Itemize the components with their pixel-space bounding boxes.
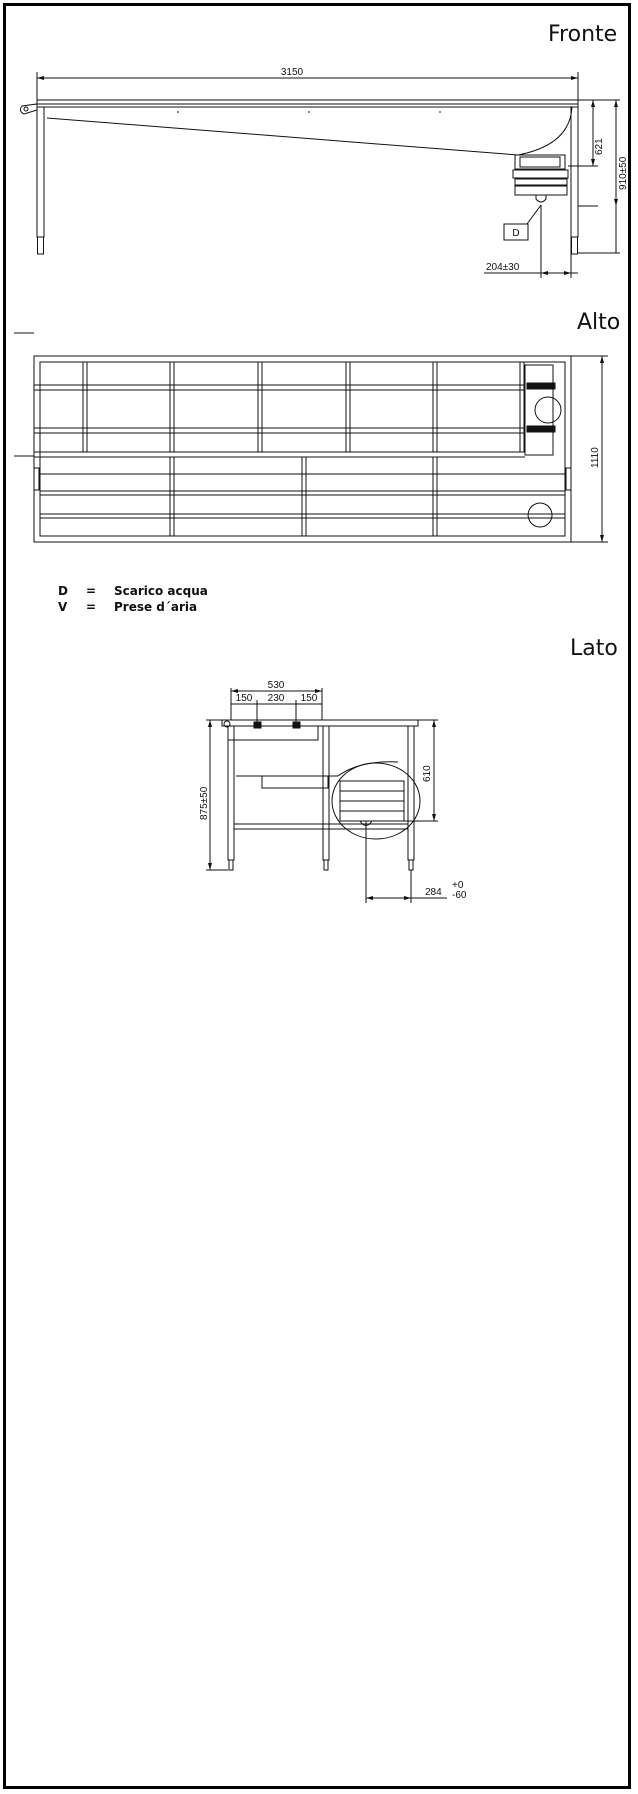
side-leg-1 — [227, 725, 235, 861]
side-offset-tol-minus: -60 — [452, 890, 467, 901]
drain-box — [503, 223, 529, 241]
top-drive-unit — [524, 364, 554, 456]
side-height-label: 875±50 — [199, 786, 210, 820]
side-view-title: Lato — [570, 636, 618, 661]
side-tank-outline — [331, 762, 421, 840]
top-upper-grid — [82, 362, 525, 452]
front-drain-offset-label: 204±30 — [486, 262, 520, 273]
top-view-title: Alto — [577, 310, 621, 335]
front-view-title: Fronte — [548, 22, 618, 47]
front-length-label: 3150 — [281, 67, 304, 78]
top-lower-grid — [169, 457, 438, 536]
top-outline — [33, 355, 572, 543]
legend-key: V — [58, 600, 68, 614]
front-height-label: 910±50 — [618, 156, 629, 190]
side-tank-label: 610 — [422, 765, 433, 782]
front-tank-label: 621 — [594, 138, 605, 155]
side-leg-2 — [322, 725, 330, 861]
side-seg-b-label: 230 — [268, 693, 285, 704]
side-offset-tol-plus: +0 — [452, 880, 464, 891]
drawing-frame — [3, 3, 631, 1789]
legend-desc: Prese d´aria — [114, 600, 198, 614]
top-depth-label: 1110 — [590, 447, 601, 468]
legend-row-v: V = Prese d´aria — [58, 600, 197, 614]
drain-label: D — [512, 228, 519, 239]
legend-eq: = — [86, 584, 97, 598]
front-view: 3150 D 621 — [19, 67, 629, 278]
legend-desc: Scarico acqua — [114, 584, 208, 598]
side-width-label: 530 — [268, 680, 285, 691]
legend-row-d: D = Scarico acqua — [58, 584, 208, 598]
side-leg-3 — [407, 725, 415, 861]
legend-eq: = — [86, 600, 97, 614]
side-seg-c-label: 150 — [301, 693, 318, 704]
front-right-leg — [570, 106, 579, 238]
top-drain-circle — [527, 502, 553, 528]
side-seg-a-label: 150 — [236, 693, 253, 704]
side-offset-label: 284 — [425, 887, 442, 898]
top-view: 1110 — [14, 332, 608, 543]
front-slope — [46, 117, 519, 156]
front-left-leg — [36, 106, 45, 238]
front-handle — [19, 103, 38, 115]
front-tank — [514, 154, 566, 170]
side-view: 530 150 230 150 — [199, 680, 467, 903]
legend-key: D — [58, 584, 68, 598]
side-table-top — [221, 719, 419, 727]
